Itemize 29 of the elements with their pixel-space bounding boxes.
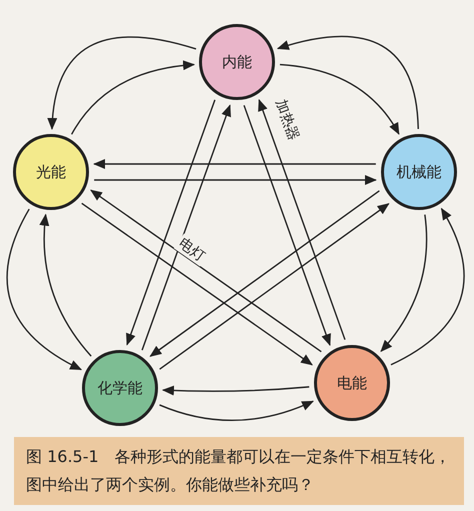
arrow	[71, 60, 196, 135]
arrow	[162, 386, 310, 396]
arrow	[126, 100, 216, 346]
energy-label: 光能	[36, 162, 66, 182]
arrow	[94, 175, 377, 185]
energy-label: 电能	[337, 374, 367, 392]
arrow	[81, 202, 313, 366]
arrow	[390, 208, 465, 366]
arrow	[141, 104, 231, 350]
energy-label: 化学能	[98, 378, 142, 398]
arrow	[6, 208, 82, 370]
energy-circle	[381, 134, 457, 210]
arrow	[40, 214, 92, 357]
energy-circle	[314, 345, 390, 421]
energy-label: 机械能	[396, 162, 442, 182]
arrow	[258, 98, 346, 340]
arrow	[276, 36, 419, 130]
arrow	[149, 190, 380, 357]
caption: 图 16.5-1 各种形式的能量都可以在一定条件下相互转化，图中给出了两个实例。你能做些补充吗？	[14, 437, 464, 505]
energy-label: 内能	[222, 52, 252, 72]
arrow	[243, 105, 331, 346]
arrow	[380, 214, 428, 352]
energy-circle	[82, 350, 158, 426]
arrow	[159, 400, 314, 421]
arrow	[48, 36, 196, 130]
arrow	[159, 203, 390, 370]
arrow	[93, 159, 376, 169]
arrow	[90, 190, 322, 352]
arrow	[280, 64, 400, 135]
